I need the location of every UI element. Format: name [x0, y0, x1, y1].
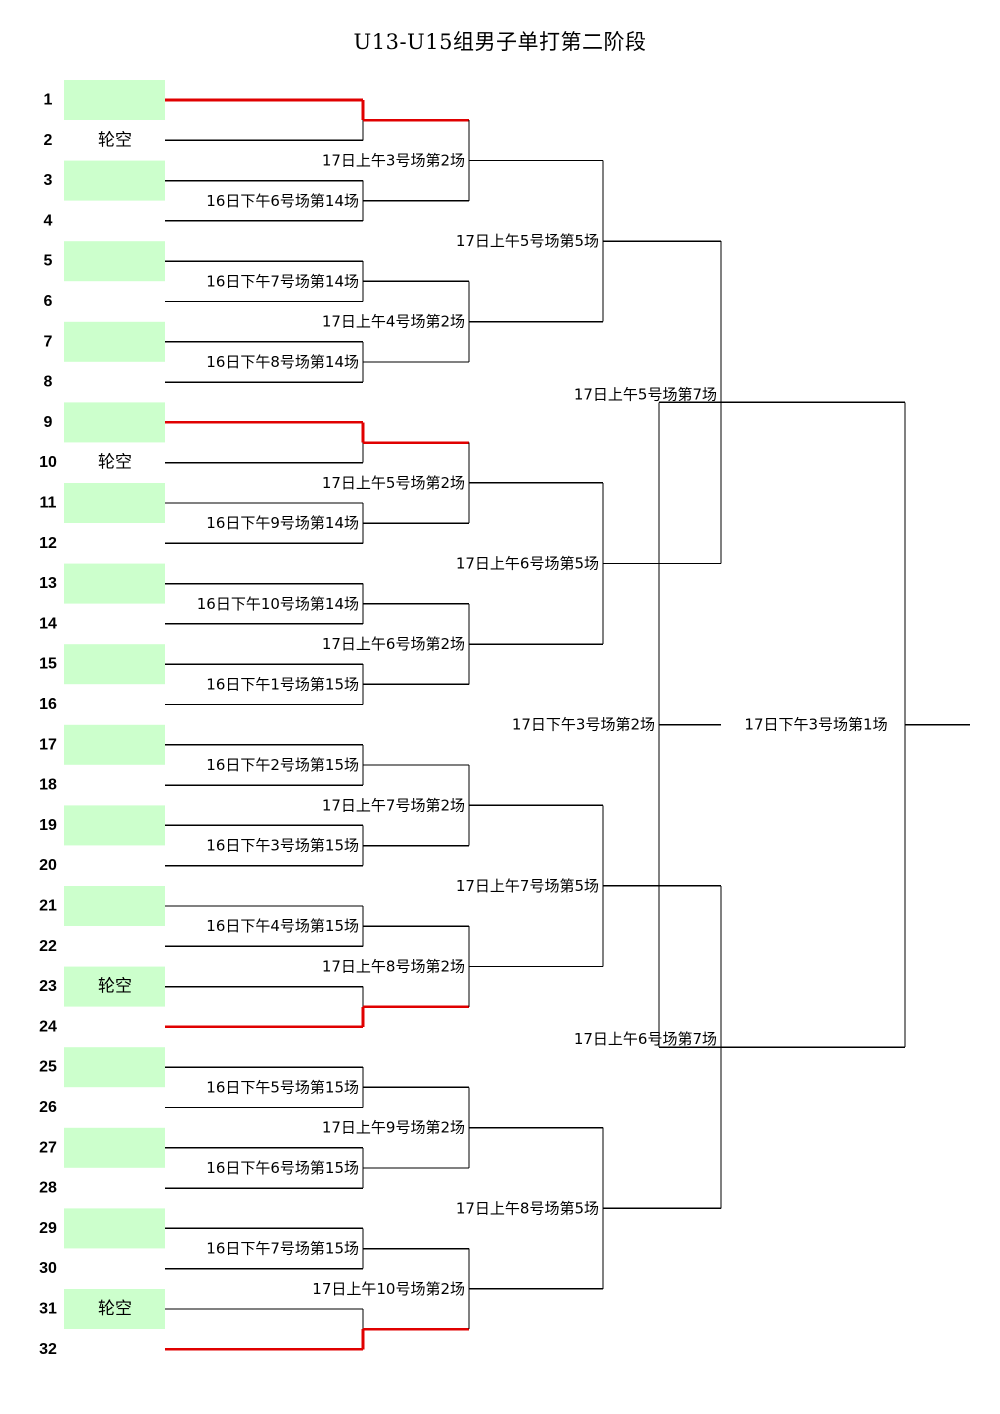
seed-number: 16 [39, 696, 57, 713]
player-slot [64, 1208, 165, 1249]
seed-number: 23 [39, 978, 57, 995]
seed-number: 15 [39, 656, 57, 673]
match-label: 17日上午6号场第5场 [456, 554, 599, 572]
match-label: 16日下午8号场第14场 [206, 353, 359, 371]
seed-number: 20 [39, 857, 57, 874]
match-label: 17日上午8号场第5场 [456, 1199, 599, 1217]
player-slot [64, 1047, 165, 1088]
seed-number: 2 [44, 132, 53, 149]
third-place-label: 17日下午3号场第2场 [512, 716, 655, 734]
seed-number: 28 [39, 1180, 57, 1197]
match-label: 16日下午7号场第14场 [206, 272, 359, 290]
bye-label: 轮空 [98, 977, 132, 997]
player-slot [64, 886, 165, 926]
player-slot [64, 402, 165, 443]
bye-label: 轮空 [98, 130, 132, 150]
seed-number: 19 [39, 817, 57, 834]
final-label: 17日下午3号场第1场 [744, 716, 887, 734]
seed-number: 30 [39, 1260, 57, 1277]
player-slot [64, 644, 165, 685]
seed-number: 21 [39, 898, 57, 915]
seed-number: 17 [39, 736, 57, 753]
seed-number: 14 [39, 615, 57, 632]
seed-number: 1 [44, 92, 53, 109]
bye-label: 轮空 [98, 1299, 132, 1319]
seed-number: 4 [44, 212, 53, 229]
seed-number: 5 [44, 253, 53, 270]
match-label: 16日下午10号场第14场 [197, 595, 359, 613]
player-slot [64, 80, 165, 120]
match-label: 16日下午7号场第15场 [206, 1240, 359, 1258]
seed-number: 18 [39, 777, 57, 794]
seed-number: 11 [40, 495, 57, 512]
player-slot [64, 966, 165, 1007]
seed-number: 9 [44, 414, 53, 431]
player-slot [64, 321, 165, 362]
match-label: 16日下午3号场第15场 [206, 837, 359, 855]
match-label: 17日上午3号场第2场 [322, 151, 465, 169]
seed-number: 3 [44, 172, 53, 189]
player-slot [64, 805, 165, 846]
bye-label: 轮空 [98, 453, 132, 473]
seed-number: 29 [39, 1220, 57, 1237]
page-title: U13-U15组男子单打第二阶段 [353, 30, 647, 54]
match-label: 17日上午5号场第5场 [456, 232, 599, 250]
seed-number: 26 [39, 1099, 57, 1116]
match-label: 17日上午10号场第2场 [312, 1280, 465, 1298]
match-label: 16日下午4号场第15场 [206, 917, 359, 935]
match-label: 16日下午1号场第15场 [206, 675, 359, 693]
seed-number: 24 [39, 1018, 57, 1035]
player-slot [64, 483, 165, 523]
seed-number: 32 [39, 1341, 57, 1358]
match-label: 16日下午9号场第14场 [206, 514, 359, 532]
player-slot [64, 241, 165, 282]
seed-number: 12 [39, 535, 57, 552]
match-label: 17日上午9号场第2场 [322, 1119, 465, 1137]
match-label: 16日下午2号场第15场 [206, 756, 359, 774]
match-label: 17日上午7号场第5场 [456, 877, 599, 895]
seed-number: 22 [39, 938, 57, 955]
seed-number: 13 [39, 575, 57, 592]
seed-number: 10 [39, 454, 57, 471]
match-label: 17日上午6号场第7场 [574, 1030, 717, 1048]
match-label: 17日上午7号场第2场 [322, 796, 465, 814]
player-slot [64, 1289, 165, 1329]
seed-number: 25 [39, 1059, 57, 1076]
seed-number: 8 [44, 374, 53, 391]
seed-number: 6 [44, 293, 53, 310]
match-label: 16日下午6号场第14场 [206, 192, 359, 210]
match-label: 16日下午6号场第15场 [206, 1159, 359, 1177]
player-slot [64, 724, 165, 765]
match-label: 17日上午5号场第7场 [574, 385, 717, 403]
match-label: 17日上午5号场第2场 [322, 474, 465, 492]
match-label: 16日下午5号场第15场 [206, 1078, 359, 1096]
player-slot [64, 160, 165, 201]
match-label: 17日上午4号场第2场 [322, 313, 465, 331]
seed-number: 7 [44, 333, 53, 350]
player-slot [64, 1127, 165, 1168]
seed-number: 31 [39, 1301, 57, 1318]
match-label: 17日上午6号场第2场 [322, 635, 465, 653]
seed-number: 27 [39, 1139, 57, 1156]
player-slot [64, 563, 165, 604]
match-label: 17日上午8号场第2场 [322, 957, 465, 975]
